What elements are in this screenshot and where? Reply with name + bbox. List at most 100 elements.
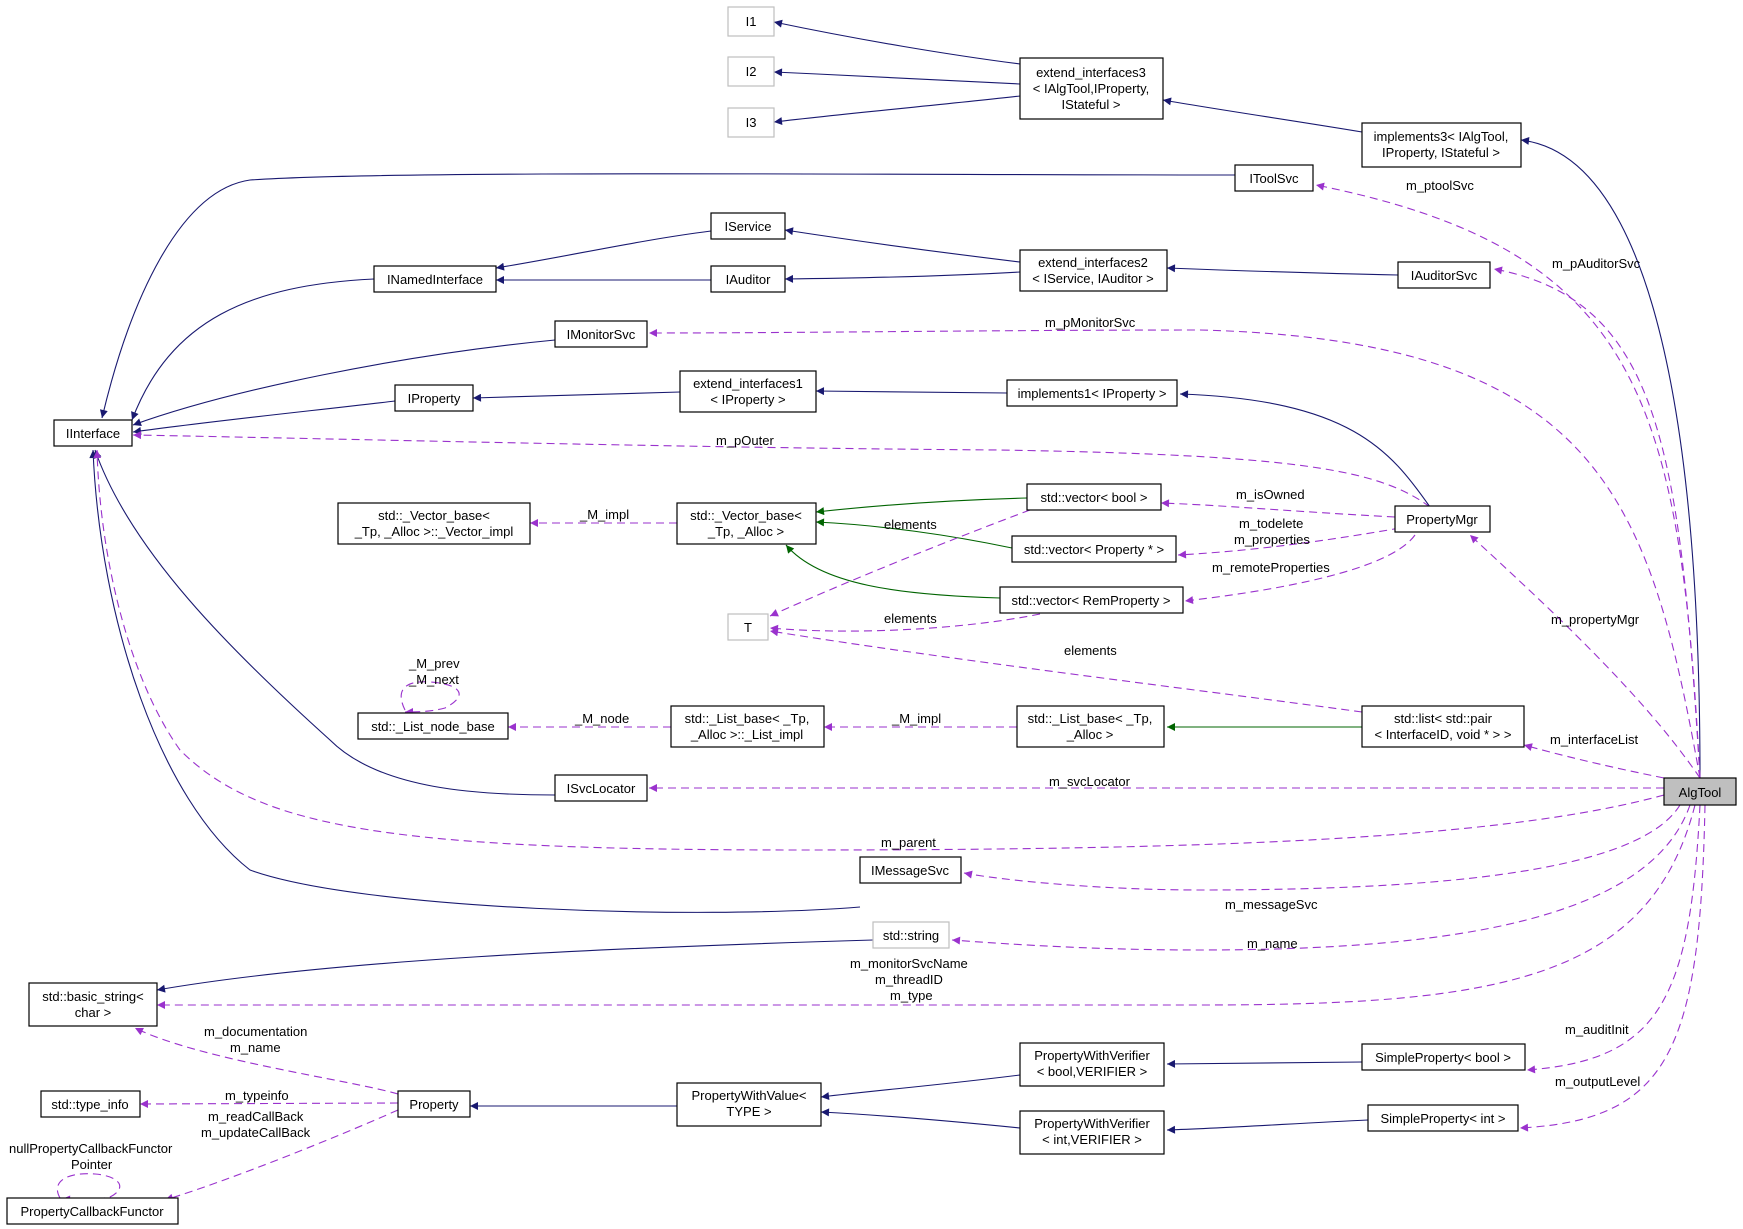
edge-algtool-to-implements3 xyxy=(1520,136,1701,779)
node-inamedinterface[interactable]: INamedInterface xyxy=(373,265,497,293)
node-list-base[interactable]: std::_List_base< _Tp, _Alloc > xyxy=(1016,705,1165,748)
node-std-string[interactable]: std::string xyxy=(872,921,950,949)
edge-extend2-to-iauditor xyxy=(784,271,1021,283)
svg-text:< bool,VERIFIER >: < bool,VERIFIER > xyxy=(1037,1064,1148,1079)
node-propertymgr[interactable]: PropertyMgr xyxy=(1394,505,1491,533)
svg-text:std::list< std::pair: std::list< std::pair xyxy=(1394,711,1493,726)
node-itoolsvc[interactable]: IToolSvc xyxy=(1234,164,1314,192)
svg-text:IProperty: IProperty xyxy=(408,391,461,406)
svg-text:IService: IService xyxy=(725,219,772,234)
edge-property-uses-basicstring xyxy=(134,1027,399,1095)
node-extend-interfaces2[interactable]: extend_interfaces2 < IService, IAuditor … xyxy=(1019,249,1168,292)
node-vector-property[interactable]: std::vector< Property * > xyxy=(1011,535,1177,563)
node-property[interactable]: Property xyxy=(397,1090,471,1118)
svg-text:std::vector< RemProperty >: std::vector< RemProperty > xyxy=(1012,593,1171,608)
svg-text:Property: Property xyxy=(409,1097,459,1112)
node-iservice[interactable]: IService xyxy=(710,212,786,240)
node-isvclocator[interactable]: ISvcLocator xyxy=(554,774,648,802)
label-elements-rem: elements xyxy=(884,611,937,626)
node-i1[interactable]: I1 xyxy=(727,6,775,37)
label-m-updatecallback: m_updateCallBack xyxy=(201,1125,311,1140)
svg-text:< IAlgTool,IProperty,: < IAlgTool,IProperty, xyxy=(1033,81,1149,96)
node-imessagesvc[interactable]: IMessageSvc xyxy=(859,856,962,884)
node-vector-bool[interactable]: std::vector< bool > xyxy=(1026,483,1162,511)
node-basic-string[interactable]: std::basic_string< char > xyxy=(28,982,158,1027)
svg-text:std::_Vector_base<: std::_Vector_base< xyxy=(690,508,802,523)
label-m-pmonitorsvc: m_pMonitorSvc xyxy=(1045,315,1136,330)
node-iauditorsvc[interactable]: IAuditorSvc xyxy=(1397,261,1491,289)
node-propertywithvalue[interactable]: PropertyWithValue< TYPE > xyxy=(676,1082,822,1127)
label-m-ptoolsvc: m_ptoolSvc xyxy=(1406,178,1474,193)
node-simple-int[interactable]: SimpleProperty< int > xyxy=(1367,1104,1519,1132)
edge-algtool-uses-listpair xyxy=(1523,743,1665,779)
label-elements-list: elements xyxy=(1064,643,1117,658)
node-type-info[interactable]: std::type_info xyxy=(40,1090,141,1118)
edge-algtool-uses-iinterface-parent xyxy=(93,449,1665,851)
node-list-pair[interactable]: std::list< std::pair < InterfaceID, void… xyxy=(1361,705,1525,748)
svg-text:implements1< IProperty >: implements1< IProperty > xyxy=(1018,386,1167,401)
node-vector-base[interactable]: std::_Vector_base< _Tp, _Alloc > xyxy=(676,502,817,545)
node-simple-bool[interactable]: SimpleProperty< bool > xyxy=(1361,1043,1526,1071)
svg-text:std::basic_string<: std::basic_string< xyxy=(42,989,144,1004)
label-m-parent: m_parent xyxy=(881,835,936,850)
edge-callback-self xyxy=(56,1173,121,1204)
label-m-outputlevel: m_outputLevel xyxy=(1555,1074,1640,1089)
node-t[interactable]: T xyxy=(727,613,769,641)
label-m-properties: m_properties xyxy=(1234,532,1310,547)
label-m-impl-vector: _M_impl xyxy=(579,507,629,522)
node-list-node-base[interactable]: std::_List_node_base xyxy=(357,712,509,740)
node-pwv-int[interactable]: PropertyWithVerifier < int,VERIFIER > xyxy=(1019,1110,1165,1155)
svg-text:implements3< IAlgTool,: implements3< IAlgTool, xyxy=(1374,129,1509,144)
node-imonitorsvc[interactable]: IMonitorSvc xyxy=(554,320,648,348)
edge-listnodebase-self xyxy=(400,681,460,716)
svg-text:IMessageSvc: IMessageSvc xyxy=(871,863,950,878)
edge-iauditorsvc-to-extend2 xyxy=(1166,264,1399,276)
node-algtool[interactable]: AlgTool xyxy=(1663,777,1737,806)
edge-algtool-uses-imessagesvc xyxy=(963,804,1681,891)
svg-text:T: T xyxy=(744,620,752,635)
node-implements1[interactable]: implements1< IProperty > xyxy=(1006,379,1178,407)
node-iauditor[interactable]: IAuditor xyxy=(710,265,786,293)
edge-algtool-uses-simplebool xyxy=(1526,804,1701,1074)
label-m-auditinit: m_auditInit xyxy=(1565,1022,1629,1037)
svg-text:IMonitorSvc: IMonitorSvc xyxy=(567,327,636,342)
node-vector-remproperty[interactable]: std::vector< RemProperty > xyxy=(999,586,1184,614)
node-implements3[interactable]: implements3< IAlgTool, IProperty, IState… xyxy=(1361,122,1522,168)
node-extend-interfaces1[interactable]: extend_interfaces1 < IProperty > xyxy=(679,370,817,413)
svg-text:IAuditor: IAuditor xyxy=(726,272,771,287)
node-iinterface[interactable]: IInterface xyxy=(53,419,133,447)
edge-algtool-uses-propertymgr xyxy=(1469,534,1701,779)
svg-text:extend_interfaces1: extend_interfaces1 xyxy=(693,376,803,391)
edge-propertymgr-uses-vectorbool xyxy=(1160,499,1396,518)
node-list-impl[interactable]: std::_List_base< _Tp, _Alloc >::_List_im… xyxy=(670,705,825,748)
node-extend-interfaces3[interactable]: extend_interfaces3 < IAlgTool,IProperty,… xyxy=(1019,57,1164,120)
svg-text:IAuditorSvc: IAuditorSvc xyxy=(1411,268,1478,283)
edge-extend1-to-iproperty xyxy=(472,391,681,402)
node-iproperty[interactable]: IProperty xyxy=(394,384,474,412)
label-m-threadid: m_threadID xyxy=(875,972,943,987)
edge-algtool-uses-stdstring xyxy=(951,804,1691,951)
svg-text:IStateful >: IStateful > xyxy=(1062,97,1121,112)
svg-text:std::vector< Property * >: std::vector< Property * > xyxy=(1024,542,1164,557)
node-vector-impl[interactable]: std::_Vector_base< _Tp, _Alloc >::_Vecto… xyxy=(337,502,531,545)
svg-text:std::_List_base< _Tp,: std::_List_base< _Tp, xyxy=(685,711,810,726)
edge-vectorbool-uses-t xyxy=(769,509,1031,617)
node-pwv-bool[interactable]: PropertyWithVerifier < bool,VERIFIER > xyxy=(1019,1042,1165,1087)
edge-property-uses-callback xyxy=(164,1109,399,1202)
edge-algtool-uses-iauditorsvc xyxy=(1493,266,1701,779)
svg-text:char >: char > xyxy=(75,1005,112,1020)
svg-text:< IProperty >: < IProperty > xyxy=(710,392,785,407)
svg-text:< int,VERIFIER >: < int,VERIFIER > xyxy=(1042,1132,1142,1147)
node-i3[interactable]: I3 xyxy=(727,107,775,138)
svg-text:< InterfaceID, void * > >: < InterfaceID, void * > > xyxy=(1375,727,1512,742)
label-m-propertymgr: m_propertyMgr xyxy=(1551,612,1640,627)
node-i2[interactable]: I2 xyxy=(727,56,775,87)
label-m-todelete: m_todelete xyxy=(1239,516,1303,531)
svg-text:ISvcLocator: ISvcLocator xyxy=(567,781,636,796)
svg-text:IInterface: IInterface xyxy=(66,426,120,441)
svg-text:PropertyMgr: PropertyMgr xyxy=(1406,512,1478,527)
svg-text:PropertyCallbackFunctor: PropertyCallbackFunctor xyxy=(20,1204,164,1219)
node-property-callback-functor[interactable]: PropertyCallbackFunctor xyxy=(6,1197,179,1225)
label-nullcallback-2: Pointer xyxy=(71,1157,113,1172)
